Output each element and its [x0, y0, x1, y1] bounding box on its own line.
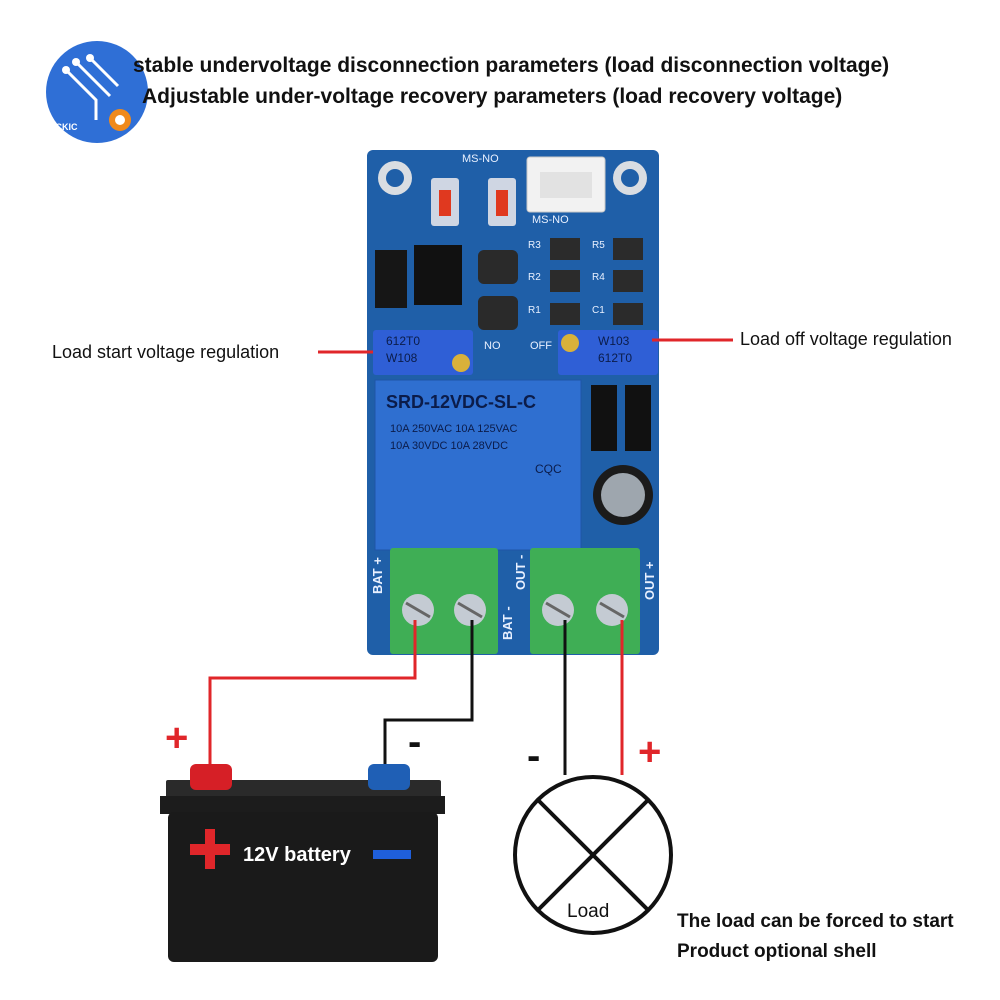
wire-battery-plus [208, 620, 417, 770]
relay-cert: CQC [535, 462, 562, 476]
silk-ms-no-top: MS-NO [462, 153, 499, 165]
sign-load-minus: - [527, 734, 541, 778]
header-line-2: Adjustable under-voltage recovery parame… [142, 85, 843, 108]
resistor-label: R3 [528, 240, 541, 251]
callout-left-label: Load start voltage regulation [52, 342, 280, 362]
battery-label: 12V battery [243, 844, 351, 866]
note-line-1: The load can be forced to start [677, 911, 954, 932]
resistor-label: R2 [528, 272, 541, 283]
relay-line-2: 10A 30VDC 10A 28VDC [390, 440, 509, 452]
pot-right-code: W103 [598, 334, 630, 348]
logo-text: OCCKIC [42, 122, 78, 132]
note-line-2: Product optional shell [677, 941, 877, 962]
brand-logo [46, 41, 148, 143]
pot-right-code-2: 612T0 [598, 351, 633, 365]
relay-model: SRD-12VDC-SL-C [386, 392, 537, 412]
pot-left-code-2: W108 [386, 351, 418, 365]
load-symbol [513, 775, 673, 935]
wire-battery-minus [383, 620, 474, 770]
silk-ms-no: MS-NO [532, 214, 569, 226]
resistor-label: R5 [592, 240, 605, 251]
terminal-bat-plus: BAT + [370, 557, 385, 594]
silk-no: NO [484, 340, 501, 352]
load-label: Load [567, 901, 610, 922]
resistor-label: R1 [528, 305, 541, 316]
sign-battery-minus: - [408, 720, 422, 764]
terminal-out-plus: OUT + [642, 561, 657, 600]
resistor-label: C1 [592, 305, 605, 316]
relay-line-1: 10A 250VAC 10A 125VAC [390, 423, 518, 435]
sign-load-plus: + [638, 730, 662, 774]
callout-right-label: Load off voltage regulation [740, 329, 952, 349]
sign-battery-plus: + [165, 716, 189, 760]
battery [160, 764, 445, 962]
silk-off: OFF [530, 340, 552, 352]
terminal-bat-minus: BAT - [500, 606, 515, 640]
pot-left-code: 612T0 [386, 334, 421, 348]
resistor-label: R4 [592, 272, 605, 283]
pcb-board [367, 150, 659, 655]
header-line-1: stable undervoltage disconnection parame… [133, 54, 890, 77]
terminal-out-minus: OUT - [513, 554, 528, 590]
